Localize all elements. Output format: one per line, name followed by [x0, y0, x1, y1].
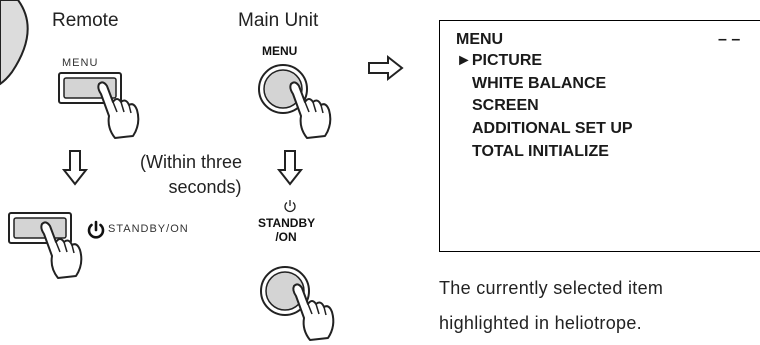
menu-item-screen[interactable]: SCREEN [472, 97, 539, 114]
remote-column-title: Remote [52, 10, 119, 31]
main-unit-standby-button[interactable] [260, 266, 320, 326]
menu-item-picture[interactable]: ►PICTURE [456, 52, 542, 70]
timing-note-line1: (Within three [139, 152, 243, 172]
caption-line1: The currently selected item [439, 278, 664, 298]
pointing-hand-icon [289, 81, 332, 139]
main-unit-menu-label: MENU [262, 44, 298, 58]
main-unit-standby-label-line2: /ON [275, 230, 297, 244]
remote-menu-label: MENU [62, 57, 99, 69]
menu-item-total-initialize[interactable]: TOTAL INITIALIZE [472, 143, 609, 160]
selection-pointer-icon: ► [456, 52, 472, 69]
main-unit-standby-label: STANDBY /ON [258, 216, 316, 244]
hollow-down-arrow-icon [276, 150, 304, 186]
timing-note-line2: seconds) [168, 177, 242, 197]
main-unit-standby-label-line1: STANDBY [258, 216, 316, 230]
timing-note: (Within three seconds) [115, 150, 267, 200]
pointing-hand-icon [292, 283, 335, 341]
hollow-down-arrow-icon [61, 150, 89, 186]
menu-screen-title: MENU [456, 31, 504, 48]
remote-standby-label: STANDBY/ON [108, 223, 189, 235]
menu-screen: MENU – – ►PICTURE WHITE BALANCE SCREEN A… [439, 20, 760, 252]
menu-item-white-balance[interactable]: WHITE BALANCE [472, 75, 607, 92]
power-icon [284, 200, 296, 213]
main-unit-menu-button[interactable] [258, 64, 318, 124]
menu-item-additional-set-up[interactable]: ADDITIONAL SET UP [472, 120, 633, 137]
decorative-circle-edge [0, 0, 29, 86]
menu-item-label: PICTURE [471, 52, 543, 69]
main-unit-column-title: Main Unit [238, 10, 319, 31]
pointing-hand-icon [40, 221, 83, 279]
pointing-hand-icon [97, 81, 140, 139]
caption-line2: highlighted in heliotrope. [439, 313, 642, 333]
menu-screen-corner-indicator: – – [718, 31, 741, 48]
power-icon [87, 220, 105, 239]
hollow-right-arrow-icon [368, 54, 404, 82]
